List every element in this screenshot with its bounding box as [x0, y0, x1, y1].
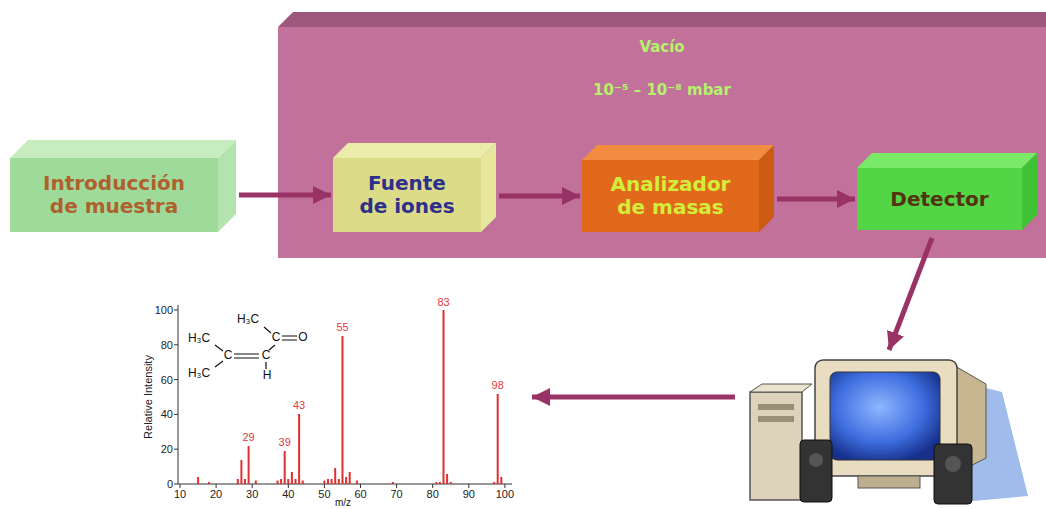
- axis-title: Relative Intensity: [142, 355, 154, 439]
- atom-label: C: [272, 331, 281, 344]
- molecule-bonds: [215, 327, 297, 369]
- tick-label: 80: [161, 339, 173, 351]
- peak-label: 55: [336, 321, 348, 333]
- tick-label: 100: [496, 488, 514, 500]
- box-side-face: [481, 143, 496, 232]
- box-side-face: [759, 145, 774, 232]
- tick-label: 20: [161, 443, 173, 455]
- peak-label: 43: [293, 399, 305, 411]
- box-label: Detector: [890, 188, 988, 211]
- region-title: Vacío: [639, 39, 684, 56]
- tick-label: 40: [161, 408, 173, 420]
- peak-label: 98: [492, 379, 504, 391]
- atom-label: O: [298, 331, 307, 344]
- peak-label: 29: [242, 431, 254, 443]
- tick-label: 0: [167, 478, 173, 490]
- atom-label: H₃C: [188, 332, 210, 345]
- tick-label: 100: [155, 304, 173, 316]
- flow-arrow: [777, 197, 855, 202]
- computer-icon: [750, 360, 1028, 504]
- tick-label: 10: [174, 488, 186, 500]
- atom-label: H: [263, 369, 272, 382]
- pressure-label: 10⁻⁵ – 10⁻⁸ mbar: [593, 82, 731, 99]
- box-side-face: [218, 140, 236, 232]
- vacuum-chamber-shape: [278, 12, 1046, 258]
- peak-label: 39: [279, 436, 291, 448]
- peak-label: 83: [437, 296, 449, 308]
- tick-label: 60: [161, 374, 173, 386]
- atom-label: C: [224, 349, 233, 362]
- output-arrow: [889, 238, 932, 350]
- box-top-face: [10, 140, 236, 158]
- detector-box: Detector: [857, 168, 1022, 230]
- vacuum-chamber: Vacío 10⁻⁵ – 10⁻⁸ mbarFuente de iones Anal…: [278, 27, 1046, 258]
- flow-arrow: [499, 194, 580, 199]
- tick-label: 30: [246, 488, 258, 500]
- tick-label: 20: [210, 488, 222, 500]
- atom-label: C: [262, 349, 271, 362]
- tick-label: 60: [354, 488, 366, 500]
- box-label: Fuente de iones: [357, 172, 457, 218]
- mass-spectrum: [174, 305, 512, 488]
- atom-label: H₃C: [188, 367, 210, 380]
- tick-label: 70: [390, 488, 402, 500]
- ion-source-box: Fuente de iones: [333, 158, 481, 232]
- input-box: Introducción de muestra: [10, 158, 218, 232]
- tick-label: 90: [463, 488, 475, 500]
- box-top-face: [333, 143, 496, 158]
- result-arrow: [532, 395, 735, 400]
- atom-label: H₃C: [237, 313, 259, 326]
- box-top-face: [857, 153, 1037, 168]
- axis-title: m/z: [335, 497, 351, 508]
- tick-label: 40: [282, 488, 294, 500]
- tick-label: 80: [427, 488, 439, 500]
- tick-label: 50: [318, 488, 330, 500]
- box-label: Analizador de masas: [601, 173, 741, 219]
- mass-analyzer-box: Analizador de masas: [582, 160, 759, 232]
- box-label: Introducción de muestra: [32, 172, 197, 218]
- box-side-face: [1022, 153, 1037, 230]
- flow-arrow: [239, 193, 331, 198]
- box-top-face: [582, 145, 774, 160]
